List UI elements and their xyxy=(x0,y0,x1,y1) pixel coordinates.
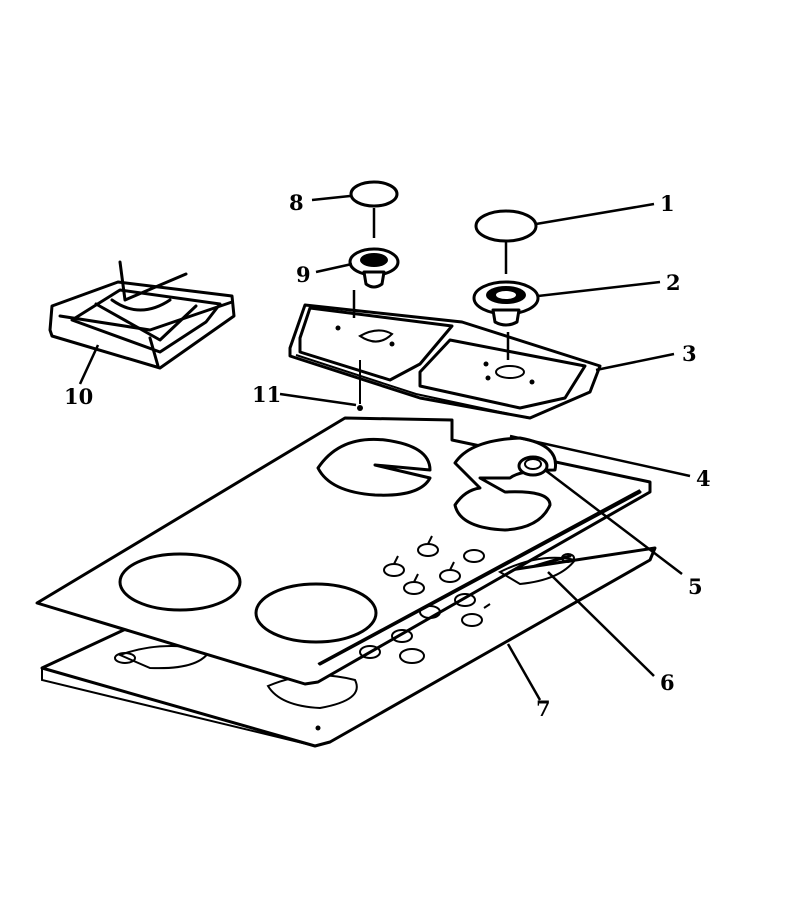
leader-lines xyxy=(78,194,691,701)
callout-4: 4 xyxy=(696,466,711,491)
grate xyxy=(48,260,236,370)
callout-9: 9 xyxy=(296,262,311,287)
callout-2: 2 xyxy=(666,270,681,295)
callout-10: 10 xyxy=(64,384,93,409)
callout-11: 11 xyxy=(252,382,281,407)
large-burner-cap xyxy=(474,209,538,243)
igniter-terminal xyxy=(561,553,575,563)
assembly-axes xyxy=(352,208,510,360)
callout-3: 3 xyxy=(682,341,697,366)
electrode xyxy=(517,455,549,477)
burner-plate xyxy=(288,303,602,420)
callout-6: 6 xyxy=(660,670,675,695)
callout-8: 8 xyxy=(289,190,304,215)
mounting-screw xyxy=(357,360,363,411)
small-burner-head xyxy=(348,247,400,289)
igniter-wire xyxy=(533,554,572,568)
callout-7: 7 xyxy=(536,696,551,721)
small-burner-cap xyxy=(349,180,399,208)
callout-5: 5 xyxy=(688,574,703,599)
glass-cooktop xyxy=(35,416,652,686)
callout-1: 1 xyxy=(660,191,675,216)
knob-holes xyxy=(359,535,491,664)
callout-labels: 1 2 3 4 5 6 7 8 9 10 11 xyxy=(64,190,711,721)
large-burner-head xyxy=(472,280,540,327)
